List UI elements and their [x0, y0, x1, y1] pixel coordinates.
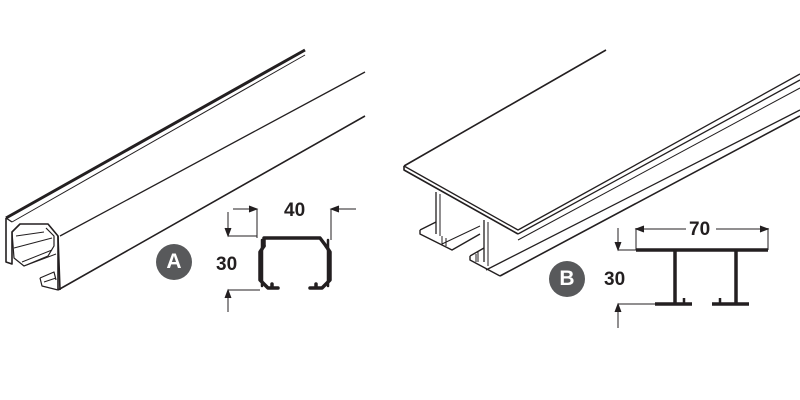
profile-a-rail-3d	[5, 48, 366, 291]
profile-b-height-dimension: 30	[604, 269, 626, 290]
profile-a-label: A	[166, 250, 182, 273]
profile-b-cross-section	[636, 248, 768, 306]
profile-b-badge: B	[549, 261, 585, 297]
profile-b-width-dimension: 70	[689, 219, 711, 240]
profile-a-width-dimension: 40	[284, 200, 306, 221]
profile-a-cross-section	[258, 236, 332, 290]
profile-a-dimension-lines	[224, 205, 356, 312]
profile-a-height-dimension: 30	[216, 254, 238, 275]
profile-b-dimension-lines	[614, 225, 770, 328]
profile-b-label: B	[559, 267, 575, 290]
profile-a-badge: A	[156, 244, 192, 280]
profile-b-rail-3d	[403, 49, 800, 277]
